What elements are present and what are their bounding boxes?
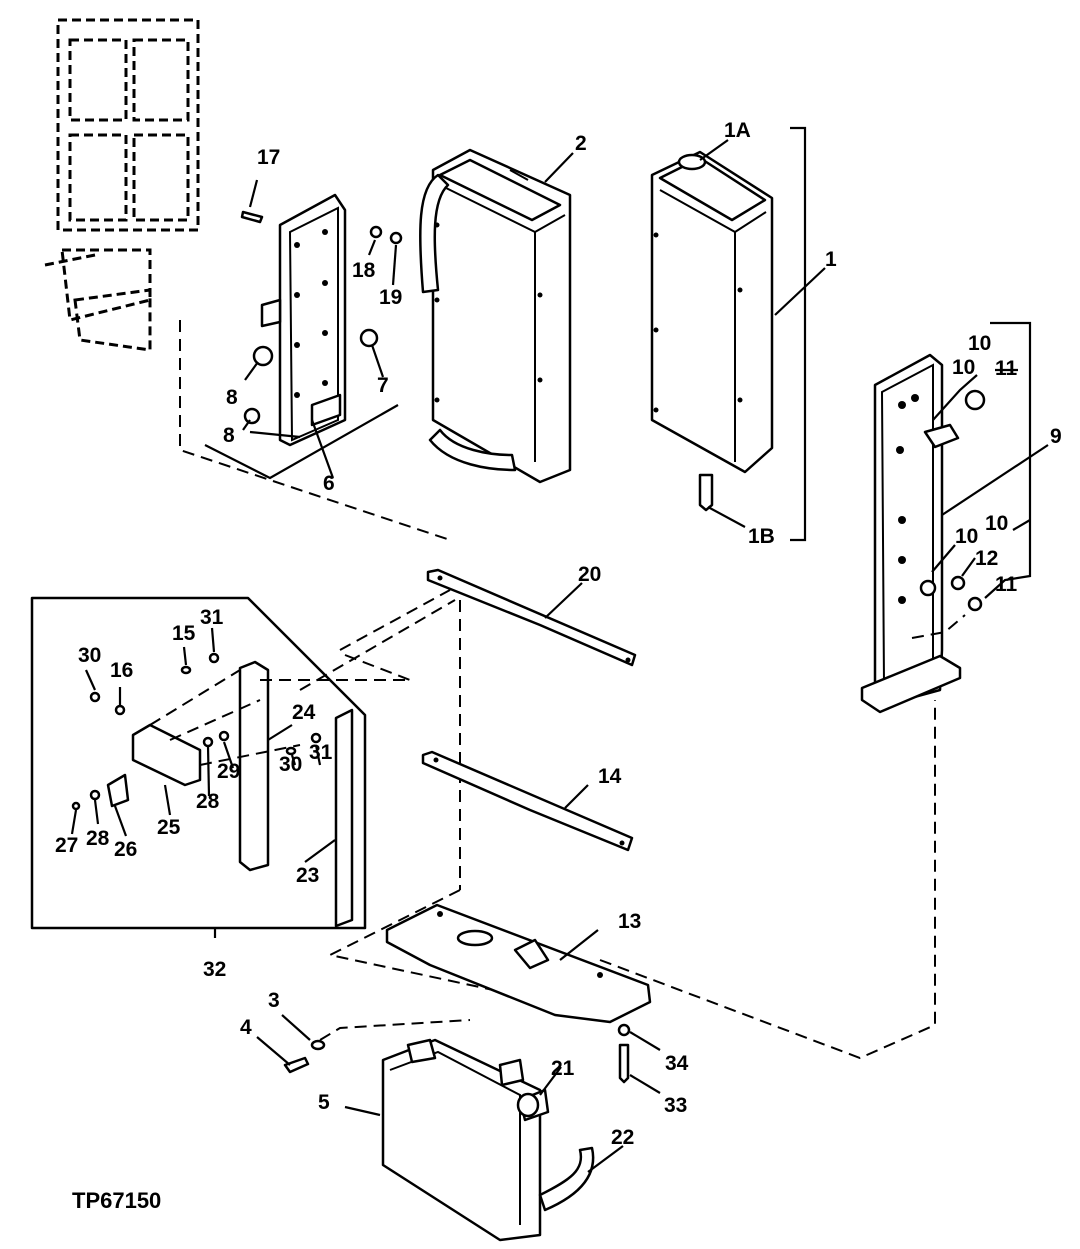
bar-20: [426, 568, 637, 667]
base-plate-13: [385, 903, 652, 1024]
callout-28-right: 28: [196, 790, 220, 813]
callout-27: 27: [55, 834, 78, 857]
callout-34: 34: [665, 1052, 689, 1075]
right-dashed-outline: [599, 700, 936, 1060]
callout-32: 32: [203, 958, 226, 981]
upper-left-dashed-outline: [179, 320, 451, 541]
fasteners-base: [283, 1023, 631, 1084]
callout-3: 3: [268, 989, 280, 1012]
detail-parts-32: [71, 652, 410, 928]
callout-4: 4: [240, 1016, 252, 1039]
callout-19: 19: [379, 286, 402, 309]
callout-10-top-b: 10: [952, 356, 975, 379]
callout-23: 23: [296, 864, 319, 887]
callout-1: 1: [825, 248, 837, 271]
leader-lines: [70, 126, 1049, 1173]
callout-17: 17: [257, 146, 280, 169]
callout-1b: 1B: [748, 525, 775, 548]
bar-14: [421, 750, 634, 852]
callout-30-top: 30: [78, 644, 101, 667]
fasteners-group-6: [240, 210, 403, 425]
callout-10-mid-b: 10: [955, 525, 978, 548]
bracket-to-tank-dashed: [319, 1019, 471, 1041]
lower-dashed-outline: [327, 889, 541, 1001]
callout-20: 20: [578, 563, 601, 586]
callout-31-top: 31: [200, 606, 224, 629]
callout-30-mid: 30: [279, 753, 302, 776]
side-support-post-9: [860, 353, 986, 714]
callout-6: 6: [323, 472, 335, 495]
callout-18: 18: [352, 259, 376, 282]
callout-15: 15: [172, 622, 196, 645]
detail-box-32: [30, 596, 367, 930]
callout-33: 33: [664, 1094, 687, 1117]
figure-reference: TP67150: [72, 1188, 161, 1213]
callout-21: 21: [551, 1057, 575, 1080]
callout-28-left: 28: [86, 827, 110, 850]
callout-7: 7: [377, 374, 389, 397]
callout-10-mid-a: 10: [985, 512, 1008, 535]
callout-29: 29: [217, 760, 240, 783]
callout-31-mid: 31: [309, 741, 333, 764]
ghost-frame-outline: [44, 18, 200, 352]
callout-16: 16: [110, 659, 133, 682]
callout-labels: 17 18 19 8 8 7 6 2 1A 1 1B 10 10 11 9 10…: [55, 119, 1062, 1149]
callout-9: 9: [1050, 425, 1062, 448]
callout-11-top: 11: [995, 357, 1018, 380]
callout-8-upper: 8: [226, 386, 238, 409]
oil-cooler-core-2: [418, 148, 572, 484]
callout-24: 24: [292, 701, 316, 724]
callout-8-lower: 8: [223, 424, 235, 447]
callout-12: 12: [975, 547, 998, 570]
callout-5: 5: [318, 1091, 330, 1114]
callout-1a: 1A: [724, 119, 751, 142]
callout-10-top-a: 10: [968, 332, 991, 355]
callout-22: 22: [611, 1126, 634, 1149]
callout-25: 25: [157, 816, 181, 839]
mounting-plate-6: [260, 193, 347, 447]
callout-13: 13: [618, 910, 641, 933]
callout-2: 2: [575, 132, 587, 155]
callout-26: 26: [114, 838, 137, 861]
callout-14: 14: [598, 765, 622, 788]
callout-11-bottom: 11: [995, 573, 1018, 596]
tank-5: [381, 1038, 595, 1242]
radiator-1: [650, 150, 774, 512]
bracket-leader-6: [204, 404, 399, 480]
